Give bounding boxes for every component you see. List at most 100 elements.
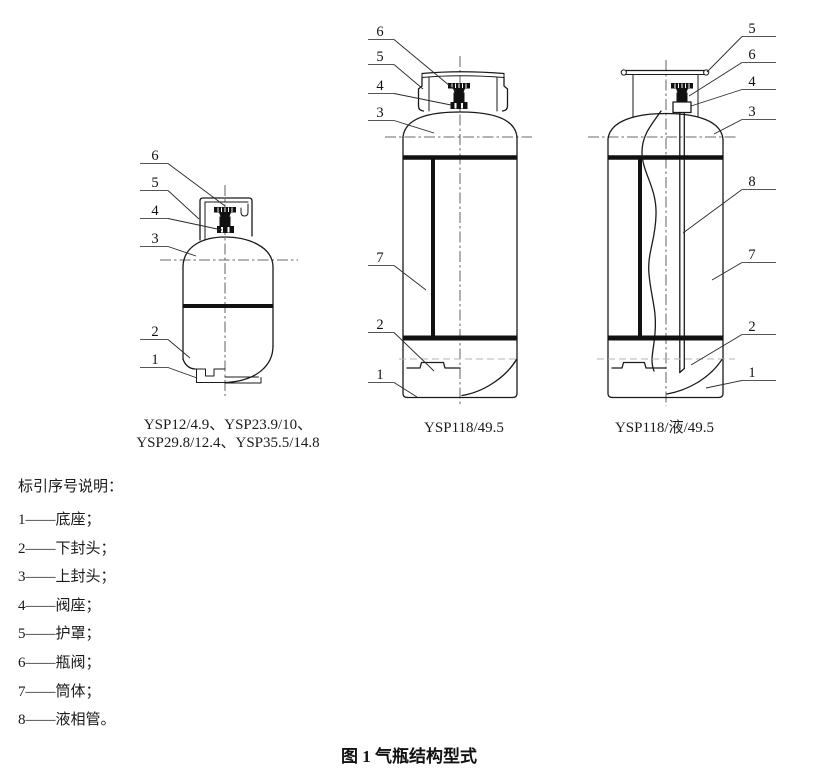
plate-rolled-end (703, 69, 710, 76)
callout-7: 7 (368, 250, 427, 291)
callout-1: 1 (368, 367, 418, 398)
callout-leader (393, 64, 424, 90)
protective-collar (417, 71, 509, 112)
callout-leader (393, 93, 452, 106)
liquid-phase-tube (679, 111, 685, 374)
shell-outline (182, 236, 274, 360)
callout-leader (167, 339, 191, 359)
legend-item-1: 1——底座； (18, 512, 101, 528)
callout-6: 6 (368, 24, 457, 92)
legend-item-5: 5——护罩； (18, 626, 101, 643)
callout-leader (713, 119, 743, 135)
callout-5: 5 (368, 49, 424, 90)
callout-2: 2 (140, 324, 191, 359)
cylinder-drawing-small: 6 5 4 3 2 1 (140, 148, 298, 396)
legend-item-2: 2——下封头； (18, 540, 116, 557)
legend-heading: 标引序号说明： (18, 479, 124, 495)
callout-leader (167, 367, 198, 379)
callout-leader (167, 190, 200, 220)
protective-cap-plate (620, 69, 710, 118)
callout-leader (682, 189, 743, 234)
valve-seat (217, 226, 234, 233)
callout-number: 3 (376, 105, 383, 121)
legend-item-3: 3——上封头； (18, 569, 116, 586)
callout-leader (711, 262, 743, 281)
valve-seat (672, 101, 692, 114)
cylinder-drawing-ysp118-liquid: 5 6 4 3 8 7 2 (588, 21, 776, 406)
lower-head (461, 358, 518, 397)
upper-head (402, 111, 518, 138)
break-line (641, 110, 662, 372)
callout-number: 4 (748, 74, 756, 90)
callout-leader (393, 332, 435, 372)
caption-line: YSP12/4.9、YSP23.9/10、 (143, 417, 313, 433)
callout-number: 2 (151, 324, 158, 340)
callout-leader (393, 120, 435, 134)
callout-3: 3 (713, 104, 776, 135)
callout-number: 6 (151, 148, 158, 164)
caption-line: YSP29.8/12.4、YSP35.5/14.8 (136, 434, 320, 451)
upper-head (182, 236, 274, 267)
callout-leader (393, 382, 418, 398)
callout-number: 1 (151, 352, 158, 368)
callout-number: 3 (151, 231, 158, 247)
callout-4: 4 (690, 74, 776, 107)
callout-1: 1 (140, 352, 198, 379)
callout-3: 3 (368, 105, 435, 134)
callout-leader (690, 334, 743, 366)
figure-title: 图 1 气瓶结构型式 (341, 747, 477, 766)
callout-8: 8 (682, 174, 776, 234)
callout-leader (167, 218, 223, 231)
callout-leader (705, 380, 743, 389)
callout-number: 4 (376, 78, 384, 94)
shell-outline (607, 110, 724, 399)
callout-7: 7 (711, 247, 776, 281)
callout-number: 5 (376, 49, 383, 65)
callout-number: 6 (748, 47, 755, 63)
caption-small-cylinder: YSP12/4.9、YSP23.9/10、 YSP29.8/12.4、YSP35… (96, 417, 360, 452)
callout-1: 1 (705, 365, 776, 389)
legend: 标引序号说明： 1——底座； 2——下封头； 3——上封头； 4——阀座； 5—… (18, 477, 123, 735)
callout-number: 4 (151, 203, 159, 219)
callout-4: 4 (140, 203, 223, 231)
callout-number: 6 (376, 24, 383, 40)
callout-number: 7 (376, 250, 383, 266)
base-ring (399, 358, 519, 397)
upper-head (607, 112, 724, 140)
caption-ysp118: YSP118/49.5 (424, 420, 504, 436)
callout-2: 2 (690, 319, 776, 366)
callout-6: 6 (140, 148, 226, 207)
bottle-valve (670, 82, 694, 114)
callout-number: 1 (376, 367, 383, 383)
callout-number: 7 (748, 247, 755, 263)
callout-number: 2 (376, 317, 383, 333)
callout-number: 2 (748, 319, 755, 335)
callout-leader (688, 62, 743, 97)
lower-head (666, 358, 723, 395)
callout-leader (393, 39, 457, 92)
callout-number: 3 (748, 104, 755, 120)
valve-seat (450, 102, 468, 109)
lower-head (225, 345, 274, 384)
base-ring (597, 358, 735, 395)
legend-item-8: 8——液相管。 (18, 712, 116, 729)
plate-rolled-end (620, 69, 627, 76)
cylinder-drawing-ysp118: 6 5 4 3 7 2 1 (368, 24, 532, 404)
legend-item-4: 4——阀座； (18, 597, 101, 614)
callout-5: 5 (706, 21, 776, 73)
callout-number: 1 (748, 365, 755, 381)
legend-item-6: 6——瓶阀； (18, 654, 101, 671)
base-ring (182, 345, 274, 384)
callout-leader (706, 36, 743, 73)
callout-6: 6 (688, 47, 776, 97)
shell-outline (402, 111, 518, 399)
callout-leader (167, 163, 226, 207)
callout-5: 5 (140, 175, 200, 220)
protective-collar (199, 197, 253, 241)
callout-number: 5 (151, 175, 158, 191)
callout-number: 5 (748, 21, 755, 37)
collar-hook (240, 203, 249, 217)
callout-leader (167, 246, 197, 257)
callout-leader (690, 89, 743, 107)
